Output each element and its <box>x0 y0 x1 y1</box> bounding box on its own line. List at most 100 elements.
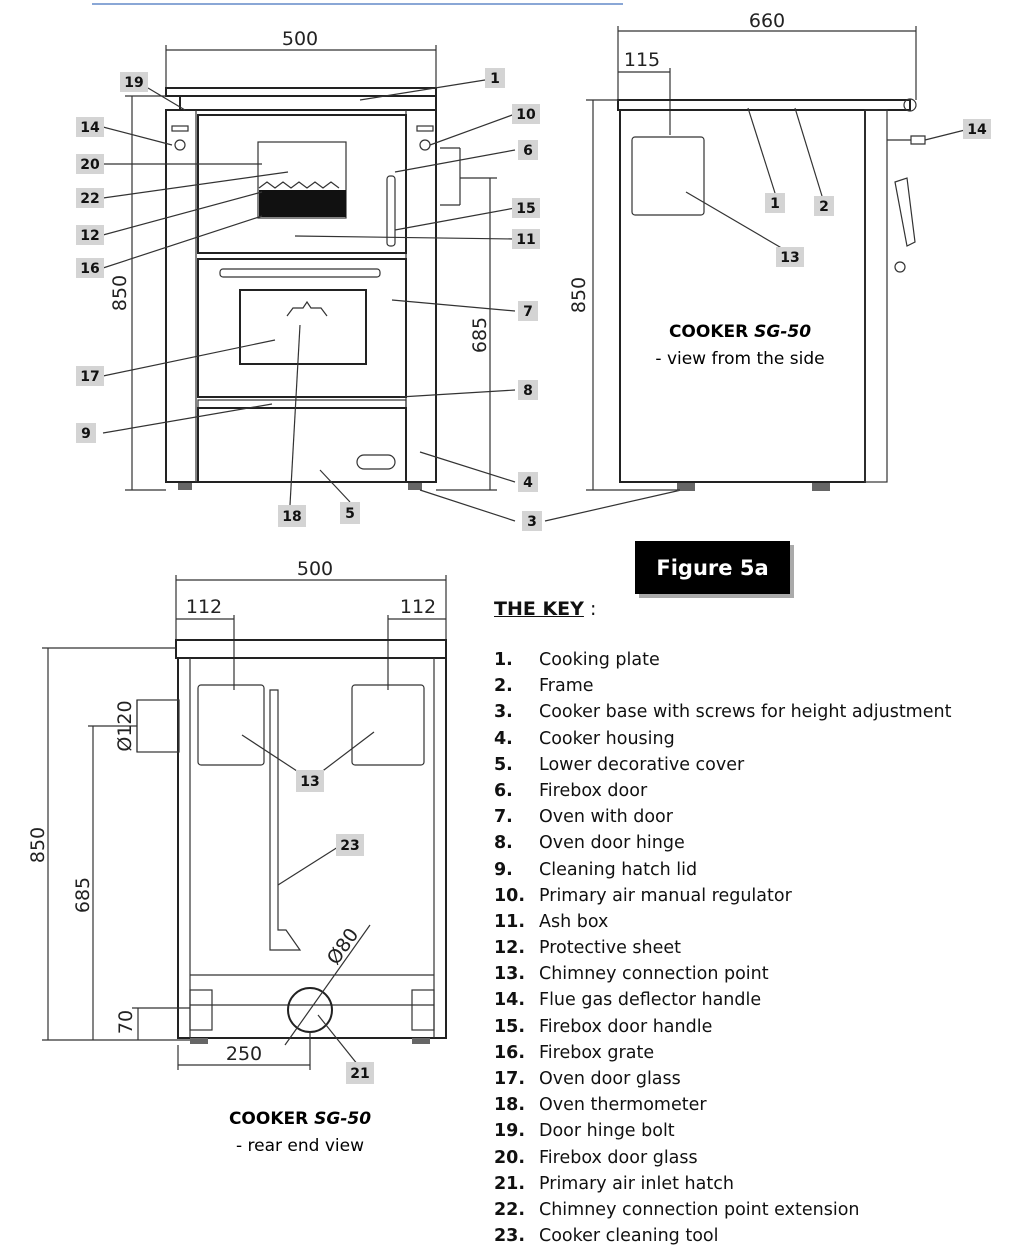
svg-text:17: 17 <box>80 369 99 385</box>
rear-caption-title: COOKER SG-50 <box>229 1109 371 1129</box>
callout-tag: 1 <box>485 68 505 88</box>
svg-text:2: 2 <box>819 199 829 215</box>
svg-text:19: 19 <box>124 75 143 91</box>
svg-text:13: 13 <box>300 774 319 790</box>
key-item: 8.Oven door hinge <box>494 833 685 854</box>
svg-text:1: 1 <box>770 196 780 212</box>
rear-right-offset-dim: 112 <box>400 596 436 618</box>
key-item: 18.Oven thermometer <box>494 1095 707 1116</box>
rear-width-dim: 500 <box>297 558 333 580</box>
svg-text:4: 4 <box>523 475 533 491</box>
key-item: 21.Primary air inlet hatch <box>494 1173 734 1194</box>
key-item: 6.Firebox door <box>494 780 648 801</box>
svg-text:18: 18 <box>282 509 301 525</box>
callout-tag: 20 <box>76 154 104 174</box>
key-item: 2.Frame <box>494 676 594 697</box>
callout-tag: 21 <box>346 1062 374 1084</box>
svg-text:10: 10 <box>516 107 536 123</box>
callout-tag: 18 <box>278 505 306 527</box>
key-item: 16.Firebox grate <box>494 1042 655 1063</box>
key-item: 12.Protective sheet <box>494 938 682 959</box>
key-item: 5.Lower decorative cover <box>494 754 745 775</box>
svg-text:13: 13 <box>780 250 799 266</box>
callout-tag: 10 <box>512 104 540 124</box>
callout-tag: 9 <box>76 423 96 443</box>
front-height-dim: 850 <box>109 275 131 311</box>
rear-inlet-diameter-dim: Ø80 <box>323 924 363 969</box>
key-item: 17.Oven door glass <box>494 1069 681 1089</box>
callout-tag: 5 <box>340 502 360 524</box>
key-item: 19.Door hinge bolt <box>494 1121 675 1142</box>
key-item: 3.Cooker base with screws for height adj… <box>494 702 952 723</box>
key-item: 11.Ash box <box>494 911 609 932</box>
key-item: 10.Primary air manual regulator <box>494 885 792 906</box>
callout-tag: 1 <box>765 193 785 213</box>
key-item: 20.Firebox door glass <box>494 1147 698 1168</box>
side-caption-title: COOKER SG-50 <box>669 322 811 342</box>
svg-text:14: 14 <box>80 120 100 136</box>
front-oven-height-dim: 685 <box>469 317 491 353</box>
rear-inlet-height-dim: 70 <box>115 1010 137 1034</box>
callout-tag: 4 <box>518 472 538 492</box>
svg-text:9: 9 <box>81 426 91 442</box>
svg-text:3: 3 <box>527 514 537 530</box>
callout-tag: 13 <box>776 247 804 267</box>
key-list: 1.Cooking plate 2.Frame 3.Cooker base wi… <box>494 650 951 1252</box>
key-item: 1.Cooking plate <box>494 650 660 670</box>
rear-left-offset-dim: 112 <box>186 596 222 618</box>
svg-text:6: 6 <box>523 143 533 159</box>
side-caption-subtitle: - view from the side <box>655 349 824 369</box>
svg-text:23: 23 <box>340 838 359 854</box>
key-item: 4.Cooker housing <box>494 728 675 749</box>
key-title-suffix: : <box>590 598 597 620</box>
rear-flue-diameter-dim: Ø120 <box>114 700 136 751</box>
callout-tag: 12 <box>76 225 104 245</box>
key-item: 15.Firebox door handle <box>494 1016 713 1037</box>
side-view: 660 115 850 1 2 13 14 COOKER SG-50 - v <box>568 10 991 491</box>
key-title: THE KEY <box>494 598 584 620</box>
callout-tag: 17 <box>76 366 104 386</box>
callout-tag: 3 <box>522 511 542 531</box>
callout-tag: 16 <box>76 258 104 278</box>
key-item: 9.Cleaning hatch lid <box>494 859 698 880</box>
svg-text:8: 8 <box>523 383 533 399</box>
svg-text:7: 7 <box>523 304 533 320</box>
side-offset-dim: 115 <box>624 49 660 71</box>
callout-tag: 23 <box>336 834 364 856</box>
callout-tag: 19 <box>120 72 148 92</box>
rear-height-dim: 850 <box>27 827 49 863</box>
callout-tag: 7 <box>518 301 538 321</box>
rear-flue-height-dim: 685 <box>72 877 94 913</box>
svg-text:21: 21 <box>350 1066 369 1082</box>
callout-tag: 6 <box>518 140 538 160</box>
rear-inlet-offset-dim: 250 <box>226 1043 262 1065</box>
svg-text:20: 20 <box>80 157 100 173</box>
svg-text:15: 15 <box>516 201 535 217</box>
front-view: 500 850 <box>76 28 691 531</box>
callout-tag: 8 <box>518 380 538 400</box>
key-item: 14.Flue gas deflector handle <box>494 990 762 1011</box>
front-width-dim: 500 <box>282 28 318 50</box>
key-item: 23.Cooker cleaning tool <box>494 1226 719 1247</box>
callout-tag: 2 <box>814 196 834 216</box>
callout-tag: 15 <box>512 198 540 218</box>
figure-label-badge: Figure 5a <box>635 541 790 594</box>
svg-text:12: 12 <box>80 228 99 244</box>
side-height-dim: 850 <box>568 277 590 313</box>
svg-text:5: 5 <box>345 506 355 522</box>
top-border-strip <box>92 0 623 5</box>
key-item: 7.Oven with door <box>494 807 673 828</box>
side-depth-dim: 660 <box>749 10 785 32</box>
rear-caption-subtitle: - rear end view <box>236 1136 364 1156</box>
rear-view: 500 112 112 850 685 Ø120 <box>27 558 447 1156</box>
callout-tag: 22 <box>76 188 104 208</box>
svg-text:1: 1 <box>490 71 500 87</box>
callout-tag: 11 <box>512 229 540 249</box>
svg-text:11: 11 <box>516 232 535 248</box>
key-item: 13.Chimney connection point <box>494 964 769 985</box>
key-item: 22.Chimney connection point extension <box>494 1199 860 1220</box>
svg-text:14: 14 <box>967 122 987 138</box>
svg-text:22: 22 <box>80 191 99 207</box>
callout-tag: 14 <box>76 117 104 137</box>
